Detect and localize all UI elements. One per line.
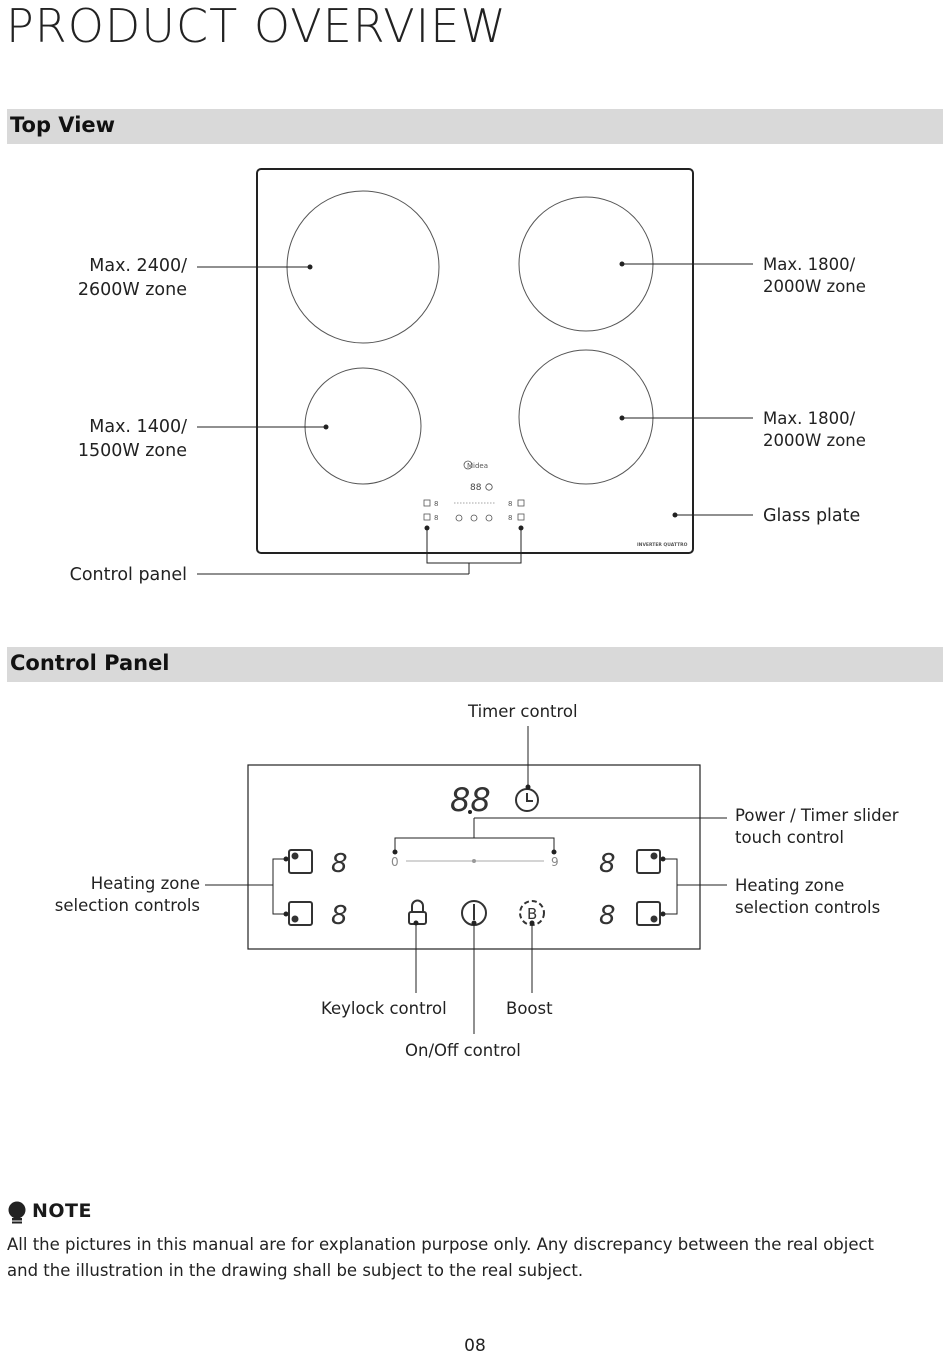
mini-zone-button (517, 499, 525, 507)
page-title: PRODUCT OVERVIEW (6, 0, 507, 53)
mini-boost-icon (485, 514, 493, 522)
label-zone-bottom-right: Max. 1800/ 2000W zone (763, 409, 866, 450)
keylock-icon (408, 899, 427, 925)
label-zone-top-left: Max. 2400/ 2600W zone (77, 256, 187, 300)
slider-min-label: 0 (391, 855, 399, 869)
zone-display-bottom-right: 8 (599, 901, 616, 931)
mini-zone-button (517, 513, 525, 521)
svg-text:8: 8 (434, 514, 438, 522)
svg-text:8: 8 (508, 514, 512, 522)
mini-clock-icon (485, 483, 493, 491)
mini-lock-icon (455, 514, 463, 522)
label-control-panel: Control panel (69, 565, 187, 585)
section-header-top-view: Top View (7, 109, 943, 144)
mini-zone-button (423, 499, 431, 507)
cooktop-top-view-diagram: Midea 88 8 8 8 8 INVERTER QUATTRO (197, 168, 753, 575)
brand-logo: Midea (463, 460, 488, 470)
mini-power-icon (470, 514, 478, 522)
cooking-zone-bottom-right (518, 349, 654, 485)
label-glass-plate: Glass plate (763, 506, 861, 526)
label-timer-control: Timer control (468, 702, 578, 721)
zone-display-top-right: 8 (599, 849, 616, 879)
cooking-zone-bottom-left (304, 367, 422, 485)
label-power-timer-slider: Power / Timer slider touch control (735, 806, 899, 847)
label-boost: Boost (506, 999, 553, 1018)
label-zone-bottom-left: Max. 1400/ 1500W zone (77, 417, 187, 461)
zone-display-bottom-left: 8 (331, 901, 348, 931)
section-title-top-view: Top View (10, 113, 116, 137)
glass-plate-outline (256, 168, 694, 554)
zone-select-button-bottom-right (636, 901, 661, 926)
boost-glyph: B (527, 905, 537, 923)
lightbulb-icon (8, 1201, 26, 1224)
svg-text:8: 8 (434, 500, 438, 508)
section-title-control-panel: Control Panel (10, 651, 170, 675)
label-heating-zone-right: Heating zone selection controls (735, 876, 881, 917)
mini-zone-button (423, 513, 431, 521)
zone-display-top-left: 8 (331, 849, 348, 879)
brand-logo-text: Midea (467, 462, 488, 470)
label-zone-top-right: Max. 1800/ 2000W zone (763, 255, 866, 296)
slider-max-label: 9 (551, 855, 559, 869)
zone-select-button-top-right (636, 849, 661, 874)
zone-select-button-bottom-left (288, 901, 313, 926)
label-keylock-control: Keylock control (321, 999, 447, 1018)
control-panel-diagram: 88 0 9 8 8 8 8 B (205, 726, 727, 1034)
note-text: All the pictures in this manual are for … (7, 1235, 875, 1280)
label-heating-zone-left: Heating zone selection controls (54, 874, 200, 915)
svg-text:8: 8 (508, 500, 512, 508)
inverter-badge: INVERTER QUATTRO (637, 542, 688, 548)
zone-select-button-top-left (288, 849, 313, 874)
mini-timer-display: 88 (470, 483, 482, 493)
section-header-control-panel: Control Panel (7, 647, 943, 682)
label-onoff-control: On/Off control (405, 1041, 521, 1060)
page-number: 08 (464, 1336, 486, 1356)
note-title: NOTE (32, 1200, 92, 1222)
